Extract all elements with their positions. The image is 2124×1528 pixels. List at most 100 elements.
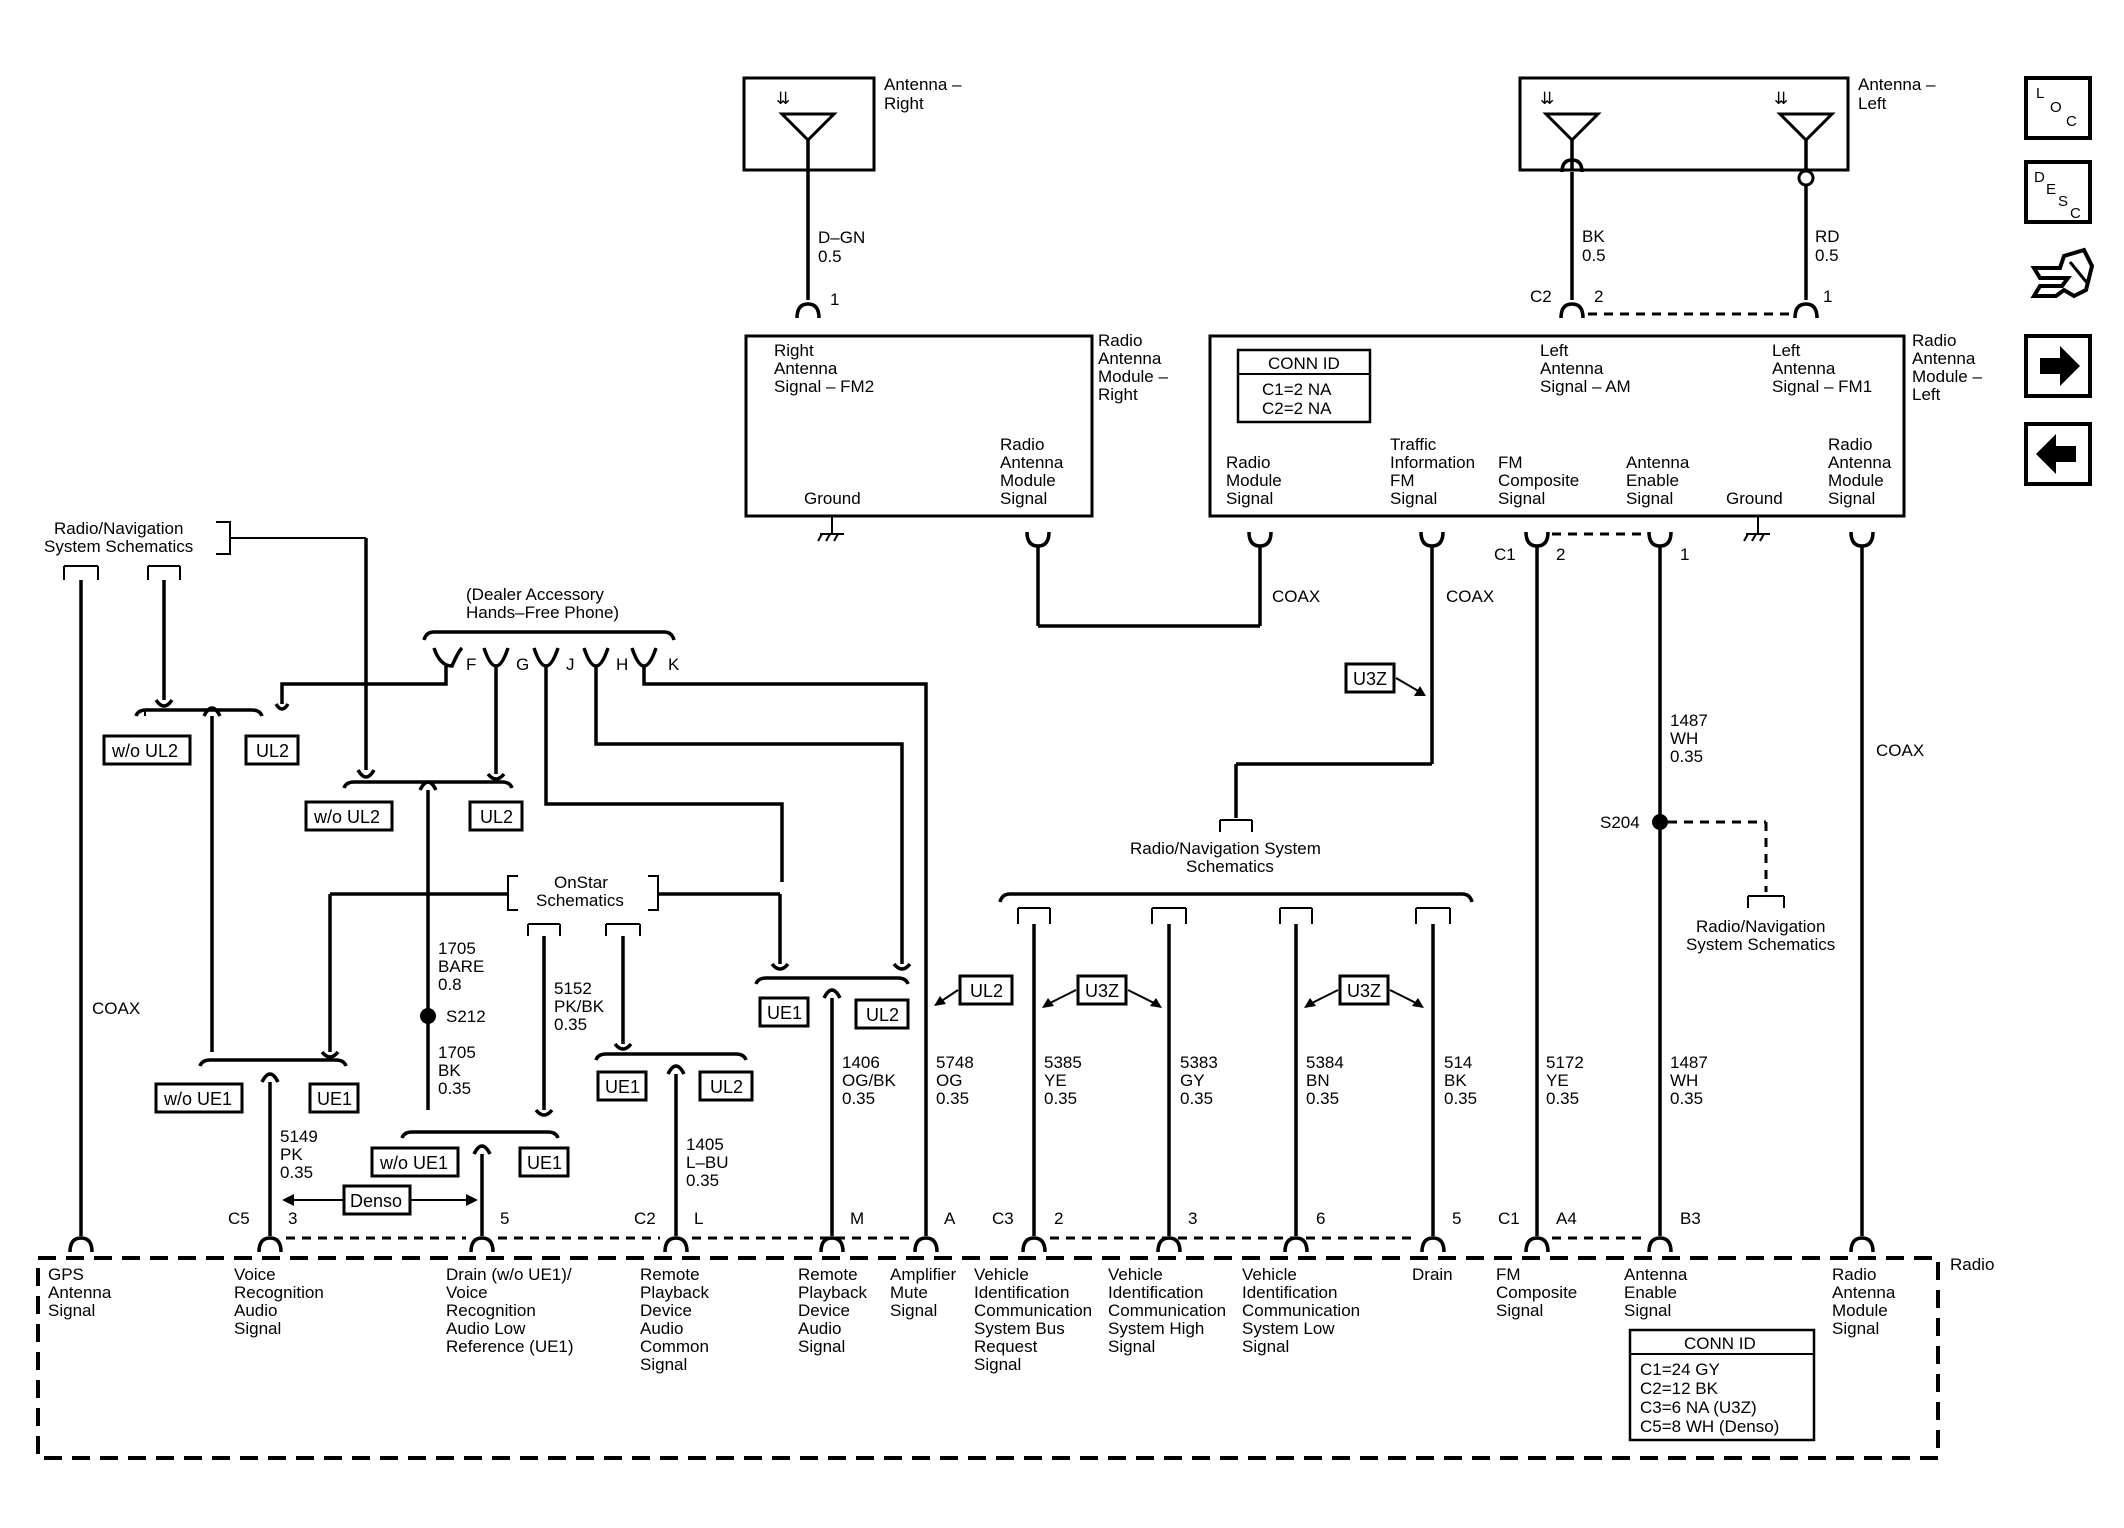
ram-left-ground-icon	[1743, 516, 1770, 542]
phone-pin-k: K	[668, 655, 680, 674]
svg-text:UE1: UE1	[527, 1153, 562, 1173]
svg-text:w/o UL2: w/o UL2	[111, 741, 178, 761]
loc-button[interactable]: L O C	[2024, 76, 2092, 140]
antenna-left-am-icon	[1542, 112, 1602, 143]
option-tag-ul2-top: UL2	[244, 734, 300, 766]
wire-1487-bottom-size: 0.35	[1670, 1089, 1703, 1108]
option-tag-wo-ue1-right: w/o UE1	[370, 1146, 460, 1178]
svg-text:E: E	[2046, 181, 2056, 198]
antenna-right: ⇊ Antenna –Right D–GN 0.5 1	[742, 75, 962, 319]
ram-right-ground-icon	[817, 516, 844, 542]
wire-1405-color: L–BU	[686, 1153, 729, 1172]
option-tag-ul2-amp: UL2	[958, 974, 1014, 1006]
svg-text:UE1: UE1	[605, 1077, 640, 1097]
wire-5383-size: 0.35	[1180, 1089, 1213, 1108]
radio-c3-pin3: 3	[1188, 1209, 1197, 1228]
arrow-right-icon	[2040, 346, 2080, 386]
wire-514-color: BK	[1444, 1071, 1467, 1090]
option-tag-wo-ul2-mid: w/o UL2	[304, 800, 394, 832]
radio-c5-label: C5	[228, 1209, 250, 1228]
option-tag-ue1-remote: UE1	[596, 1070, 648, 1102]
svg-text:D: D	[2034, 169, 2045, 186]
option-tag-ue1-left: UE1	[308, 1082, 360, 1114]
antenna-right-label: Antenna –Right	[884, 75, 962, 113]
wire-d-gn-size: 0.5	[818, 247, 842, 266]
option-tag-ue1-right: UE1	[518, 1146, 570, 1178]
antenna-left-label: Antenna –Left	[1858, 75, 1936, 113]
splice-s204: S204	[1600, 813, 1640, 832]
radio-c2-label: C2	[634, 1209, 656, 1228]
next-button[interactable]	[2024, 334, 2092, 398]
svg-text:w/o UL2: w/o UL2	[313, 807, 380, 827]
svg-text:UL2: UL2	[866, 1005, 899, 1025]
wire-5152-color: PK/BK	[554, 997, 605, 1016]
ram-right-ground-label: Ground	[804, 489, 861, 508]
ram-left-conn-id-title: CONN ID	[1268, 354, 1340, 373]
wire-1705-bk-color: BK	[438, 1061, 461, 1080]
radio-module-outline	[36, 1256, 1940, 1460]
coax-label-3: COAX	[1876, 741, 1924, 760]
svg-text:⇊: ⇊	[1540, 89, 1554, 108]
wire-5149-num: 5149	[280, 1127, 318, 1146]
radio-connector-arcs	[68, 1236, 1875, 1253]
radio-c2-pin-m: M	[850, 1209, 864, 1228]
option-tag-ul2-mid: UL2	[468, 800, 524, 832]
ram-left-pin2-label: 2	[1594, 287, 1603, 306]
wire-bk-color: BK	[1582, 227, 1605, 246]
svg-text:UE1: UE1	[767, 1003, 802, 1023]
option-tag-denso: Denso	[342, 1184, 412, 1216]
wire-rd-color: RD	[1815, 227, 1840, 246]
prev-button[interactable]	[2024, 422, 2092, 486]
option-tag-u3z-right: U3Z	[1338, 974, 1390, 1006]
svg-text:U3Z: U3Z	[1347, 981, 1381, 1001]
radio-c3-pin6: 6	[1316, 1209, 1325, 1228]
wire-5385-num: 5385	[1044, 1053, 1082, 1072]
wire-1405-num: 1405	[686, 1135, 724, 1154]
svg-text:C: C	[2066, 113, 2077, 130]
wire-bk-size: 0.5	[1582, 246, 1606, 265]
radio-c2-pin-a: A	[944, 1209, 956, 1228]
ram-left-c1-pin1: 1	[1680, 545, 1689, 564]
radio-c5-pin5: 5	[500, 1209, 509, 1228]
svg-text:UL2: UL2	[970, 981, 1003, 1001]
connector-icon[interactable]	[2030, 247, 2095, 299]
wire-5149-color: PK	[280, 1145, 303, 1164]
wire-rd-size: 0.5	[1815, 246, 1839, 265]
wire-5384-num: 5384	[1306, 1053, 1344, 1072]
svg-text:C2=12 BK: C2=12 BK	[1640, 1379, 1719, 1398]
radio-conn-id: CONN ID C1=24 GY C2=12 BK C3=6 NA (U3Z) …	[1628, 1328, 1816, 1442]
wire-d-gn-color: D–GN	[818, 228, 865, 247]
wire-1705-bare-color: BARE	[438, 957, 484, 976]
wire-1406-color: OG/BK	[842, 1071, 897, 1090]
wire-1487-bottom-num: 1487	[1670, 1053, 1708, 1072]
antenna-right-icon	[778, 112, 838, 143]
radio-module-title: Radio	[1950, 1255, 1994, 1274]
svg-text:CONN ID: CONN ID	[1684, 1334, 1756, 1353]
wire-1705-bare-num: 1705	[438, 939, 476, 958]
wire-5152-size: 0.35	[554, 1015, 587, 1034]
radio-pin-drain: Drain	[1412, 1265, 1453, 1284]
option-tag-wo-ue1-left: w/o UE1	[154, 1082, 244, 1114]
svg-text:UE1: UE1	[317, 1089, 352, 1109]
phone-pin-h: H	[616, 655, 628, 674]
arrow-left-icon	[2036, 434, 2076, 474]
wire-5384-size: 0.35	[1306, 1089, 1339, 1108]
phone-pin-g: G	[516, 655, 529, 674]
svg-text:C1=24 GY: C1=24 GY	[1640, 1360, 1720, 1379]
radio-c1-pin-b3: B3	[1680, 1209, 1701, 1228]
desc-button[interactable]: D E S C	[2024, 160, 2092, 224]
